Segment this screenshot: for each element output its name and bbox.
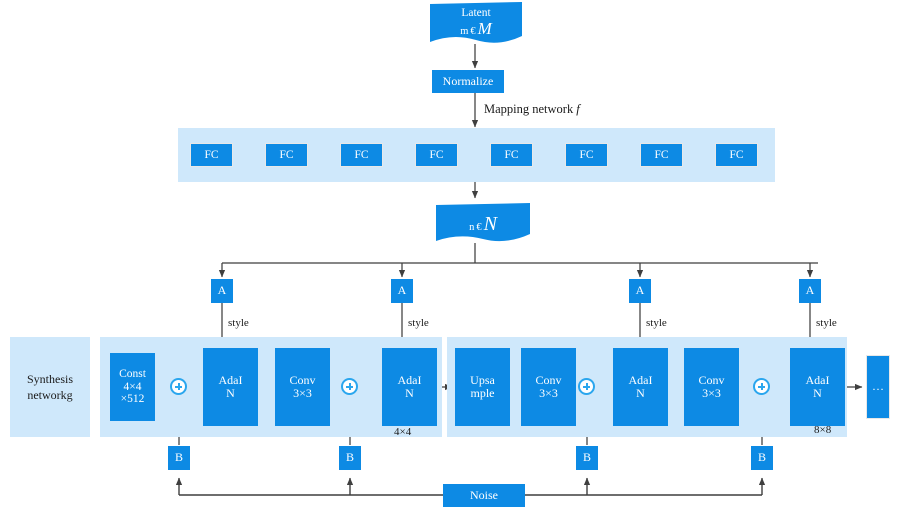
intermediate-latent-symbol-prefix: n (469, 222, 475, 233)
noise-tap-b-1[interactable]: B (168, 446, 190, 470)
synthesis-label-line-2: networkg (27, 388, 73, 402)
conv-block-3[interactable]: Conv 3×3 (684, 348, 739, 426)
fc-layer-7[interactable]: FC (640, 143, 683, 167)
noise-tap-b-3[interactable]: B (576, 446, 598, 470)
intermediate-latent-space: N (483, 213, 497, 235)
adain-2-line-2: N (405, 386, 414, 400)
noise-tap-b-2[interactable]: B (339, 446, 361, 470)
conv-block-2[interactable]: Conv 3×3 (521, 348, 576, 426)
noise-tap-b-4[interactable]: B (751, 446, 773, 470)
fc-layer-3[interactable]: FC (340, 143, 383, 167)
style-wire-label-1: style (228, 317, 249, 329)
style-tap-a-2[interactable]: A (391, 279, 413, 303)
conv-1-line-1: Conv (289, 372, 316, 387)
style-tap-a-3[interactable]: A (629, 279, 651, 303)
adain-1-line-1: AdaI (218, 372, 243, 387)
adain-block-1[interactable]: AdaI N (203, 348, 258, 426)
fc-layer-5[interactable]: FC (490, 143, 533, 167)
const-line-3: ×512 (120, 393, 145, 406)
conv-3-line-2: 3×3 (702, 386, 721, 400)
intermediate-latent-member-icon: € (476, 222, 482, 233)
const-line-1: Const (119, 367, 146, 380)
noise-source-block[interactable]: Noise (443, 484, 525, 507)
fc-layer-2[interactable]: FC (265, 143, 308, 167)
add-noise-operator-1 (170, 378, 187, 395)
latent-space: M (477, 19, 492, 39)
adain-3-line-1: AdaI (628, 372, 653, 387)
const-input-block[interactable]: Const 4×4 ×512 (110, 353, 155, 421)
synthesis-label-line-1: Synthesis (26, 371, 73, 386)
resolution-label-4x4: 4×4 (394, 426, 412, 438)
latent-input-box: Latent m€M (430, 2, 522, 44)
fc-layer-4[interactable]: FC (415, 143, 458, 167)
intermediate-latent-box: n€N (436, 203, 530, 245)
adain-block-4[interactable]: AdaI N (790, 348, 845, 426)
adain-block-3[interactable]: AdaI N (613, 348, 668, 426)
mapping-network-symbol: f (576, 102, 580, 116)
style-wire-label-2: style (408, 317, 429, 329)
continuation-block: … (866, 355, 890, 419)
conv-1-line-2: 3×3 (293, 386, 312, 400)
const-line-2: 4×4 (123, 380, 142, 393)
conv-2-line-1: Conv (535, 372, 562, 387)
style-tap-a-4[interactable]: A (799, 279, 821, 303)
upsample-line-2: mple (470, 386, 495, 400)
adain-2-line-1: AdaI (397, 372, 422, 387)
style-wire-label-3: style (646, 317, 667, 329)
style-wire-label-4: style (816, 317, 837, 329)
mapping-network-text: Mapping network (484, 102, 574, 116)
latent-symbol-prefix: m (460, 26, 469, 38)
latent-member-icon: € (470, 26, 476, 38)
add-noise-operator-3 (578, 378, 595, 395)
intermediate-latent-shape (436, 203, 530, 242)
adain-4-line-1: AdaI (805, 372, 830, 387)
synthesis-label-panel (10, 337, 90, 437)
adain-1-line-2: N (226, 386, 235, 400)
normalize-block[interactable]: Normalize (432, 70, 504, 93)
adain-3-line-2: N (636, 386, 645, 400)
conv-block-1[interactable]: Conv 3×3 (275, 348, 330, 426)
add-noise-operator-4 (753, 378, 770, 395)
add-noise-operator-2 (341, 378, 358, 395)
style-tap-a-1[interactable]: A (211, 279, 233, 303)
adain-block-2[interactable]: AdaI N (382, 348, 437, 426)
fc-layer-6[interactable]: FC (565, 143, 608, 167)
synthesis-network-label: Synthesis networkg (10, 337, 90, 437)
fc-layer-8[interactable]: FC (715, 143, 758, 167)
latent-title: Latent (461, 6, 491, 19)
fc-layer-1[interactable]: FC (190, 143, 233, 167)
latent-shape (430, 2, 522, 43)
conv-3-line-1: Conv (698, 372, 725, 387)
upsample-block[interactable]: Upsa mple (455, 348, 510, 426)
resolution-label-8x8: 8×8 (814, 424, 832, 436)
upsample-line-1: Upsa (470, 372, 495, 387)
adain-4-line-2: N (813, 386, 822, 400)
conv-2-line-2: 3×3 (539, 386, 558, 400)
